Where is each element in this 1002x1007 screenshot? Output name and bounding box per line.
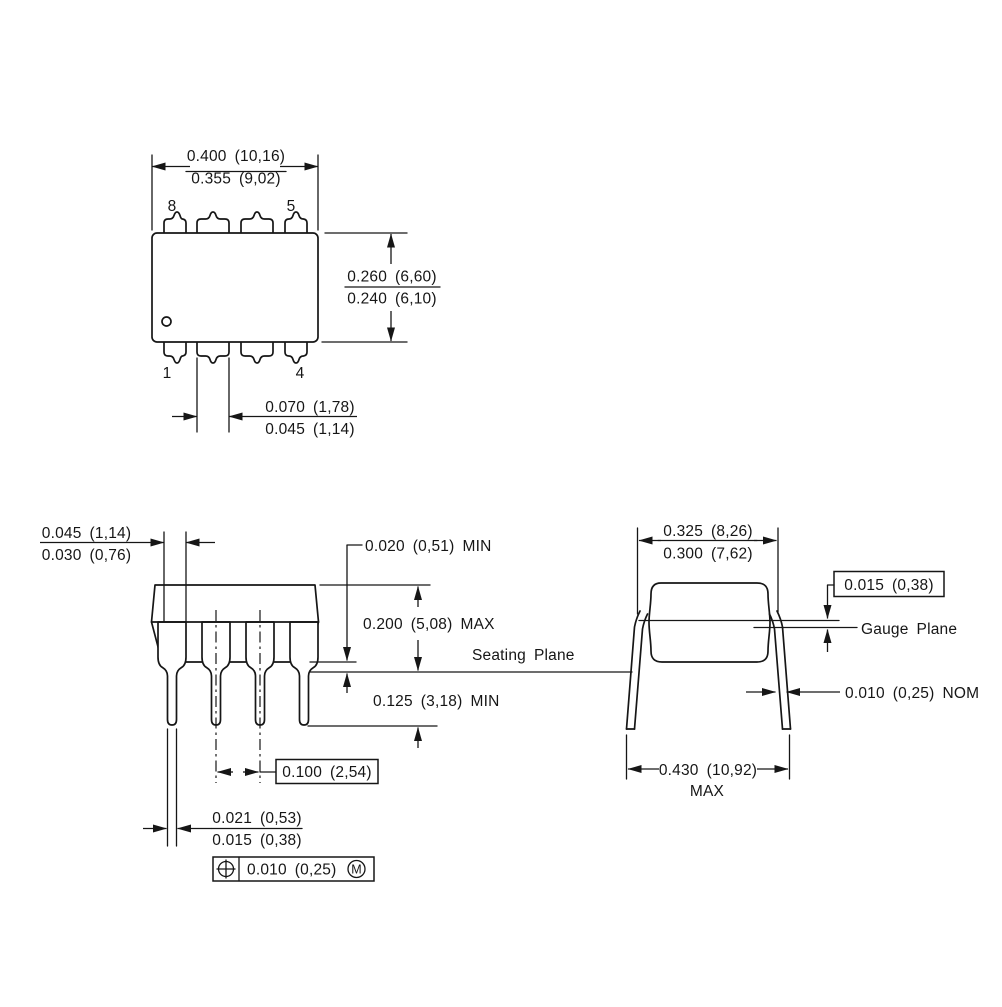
dim-seated-height-text: 0.200 (5,08) MAX [363, 616, 495, 633]
dim-gauge-offset: 0.015 (0,38) [823, 570, 945, 652]
dim-lead-width-max: 0.045 (1,14) [42, 525, 132, 542]
dim-row-spacing-min: 0.300 (7,62) [663, 546, 753, 563]
package-body-end-view [648, 582, 771, 663]
top-view-pins-top [163, 211, 308, 234]
dim-lead-shoulder-min: 0.045 (1,14) [265, 421, 355, 438]
dim-lead-thickness: 0.021 (0,53) 0.015 (0,38) [143, 728, 303, 849]
dim-body-width-min: 0.355 (9,02) [191, 171, 281, 188]
dim-standoff: 0.020 (0,51) MIN [309, 538, 492, 693]
dim-lead-shoulder: 0.070 (1,78) 0.045 (1,14) [172, 357, 357, 438]
pin-number-5: 5 [287, 198, 296, 215]
dim-body-depth-min: 0.240 (6,10) [347, 291, 437, 308]
mmc-modifier-icon: M [347, 859, 366, 879]
pin-number-8: 8 [168, 198, 177, 215]
dim-lead-pitch: 0.100 (2,54) [217, 758, 379, 785]
dim-body-height: 0.260 (6,60) 0.240 (6,10) [321, 232, 441, 343]
feature-control-frame: 0.010 (0,25) M [212, 856, 375, 882]
position-tolerance-icon [216, 859, 236, 879]
seating-plane-label: Seating Plane [472, 647, 575, 664]
dim-overall-width: 0.430 (10,92) MAX [625, 734, 791, 800]
dim-lead-length: 0.125 (3,18) MIN [307, 693, 500, 748]
dim-overall-width-qualifier: MAX [690, 783, 725, 800]
pin-number-1: 1 [163, 365, 172, 382]
mmc-modifier-letter: M [351, 863, 361, 877]
top-view: 8 5 1 4 0.400 (10,16) 0.355 (9,02) 0.260… [151, 148, 441, 438]
dim-lead-width-min: 0.030 (0,76) [42, 547, 132, 564]
dim-gauge-offset-text: 0.015 (0,38) [844, 577, 934, 594]
dim-lead-width: 0.045 (1,14) 0.030 (0,76) [40, 525, 215, 622]
dim-lead-shoulder-max: 0.070 (1,78) [265, 399, 355, 416]
side-view: 0.045 (1,14) 0.030 (0,76) 0.020 (0,51) M… [40, 525, 633, 882]
dim-seated-height: 0.200 (5,08) MAX [319, 584, 495, 671]
dim-body-depth-max: 0.260 (6,60) [347, 269, 437, 286]
end-view: 0.325 (8,26) 0.300 (7,62) 0.015 (0,38) G… [625, 523, 979, 800]
dim-standoff-text: 0.020 (0,51) MIN [365, 538, 492, 555]
pin-number-4: 4 [296, 365, 305, 382]
dim-lead-length-text: 0.125 (3,18) MIN [373, 693, 500, 710]
dim-overall-width-text: 0.430 (10,92) [659, 762, 757, 779]
side-view-leads [157, 621, 319, 726]
dim-lead-pitch-text: 0.100 (2,54) [282, 764, 372, 781]
top-view-pins-bottom [163, 341, 308, 364]
package-body-top-view [151, 232, 319, 343]
dim-body-width: 0.400 (10,16) 0.355 (9,02) [151, 148, 319, 231]
position-tolerance-value: 0.010 (0,25) [247, 862, 337, 879]
dim-lead-thickness-nom: 0.010 (0,25) NOM [746, 685, 979, 702]
pin1-index-dot [161, 316, 172, 327]
dim-row-spacing: 0.325 (8,26) 0.300 (7,62) [636, 523, 779, 615]
dim-lead-thickness-min: 0.015 (0,38) [212, 832, 302, 849]
dim-body-width-max: 0.400 (10,16) [187, 148, 285, 165]
dim-row-spacing-max: 0.325 (8,26) [663, 523, 753, 540]
gauge-plane-label: Gauge Plane [861, 621, 957, 638]
dim-lead-thickness-max: 0.021 (0,53) [212, 810, 302, 827]
dim-lead-thickness-nom-text: 0.010 (0,25) NOM [845, 685, 979, 702]
